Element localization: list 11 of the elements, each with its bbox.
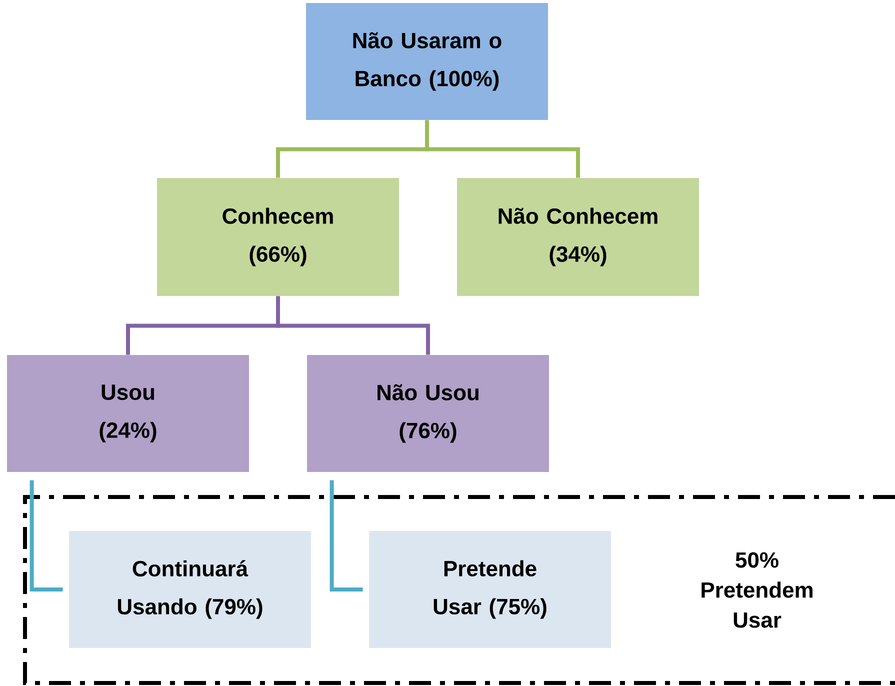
process-box: Não Conhecem (34%): [457, 178, 699, 296]
process-box: Pretende Usar (75%): [369, 531, 611, 648]
connector-line: [330, 480, 363, 592]
connector-line: [276, 296, 430, 355]
process-box: Não Usaram o Banco (100%): [306, 3, 548, 120]
process-box: Conhecem (66%): [157, 178, 399, 296]
process-box: Não Usou (76%): [307, 355, 549, 472]
connector-line: [30, 480, 63, 592]
process-box: Usou (24%): [7, 355, 249, 472]
connector-line: [425, 120, 580, 178]
process-box: Continuará Usando (79%): [69, 531, 311, 648]
